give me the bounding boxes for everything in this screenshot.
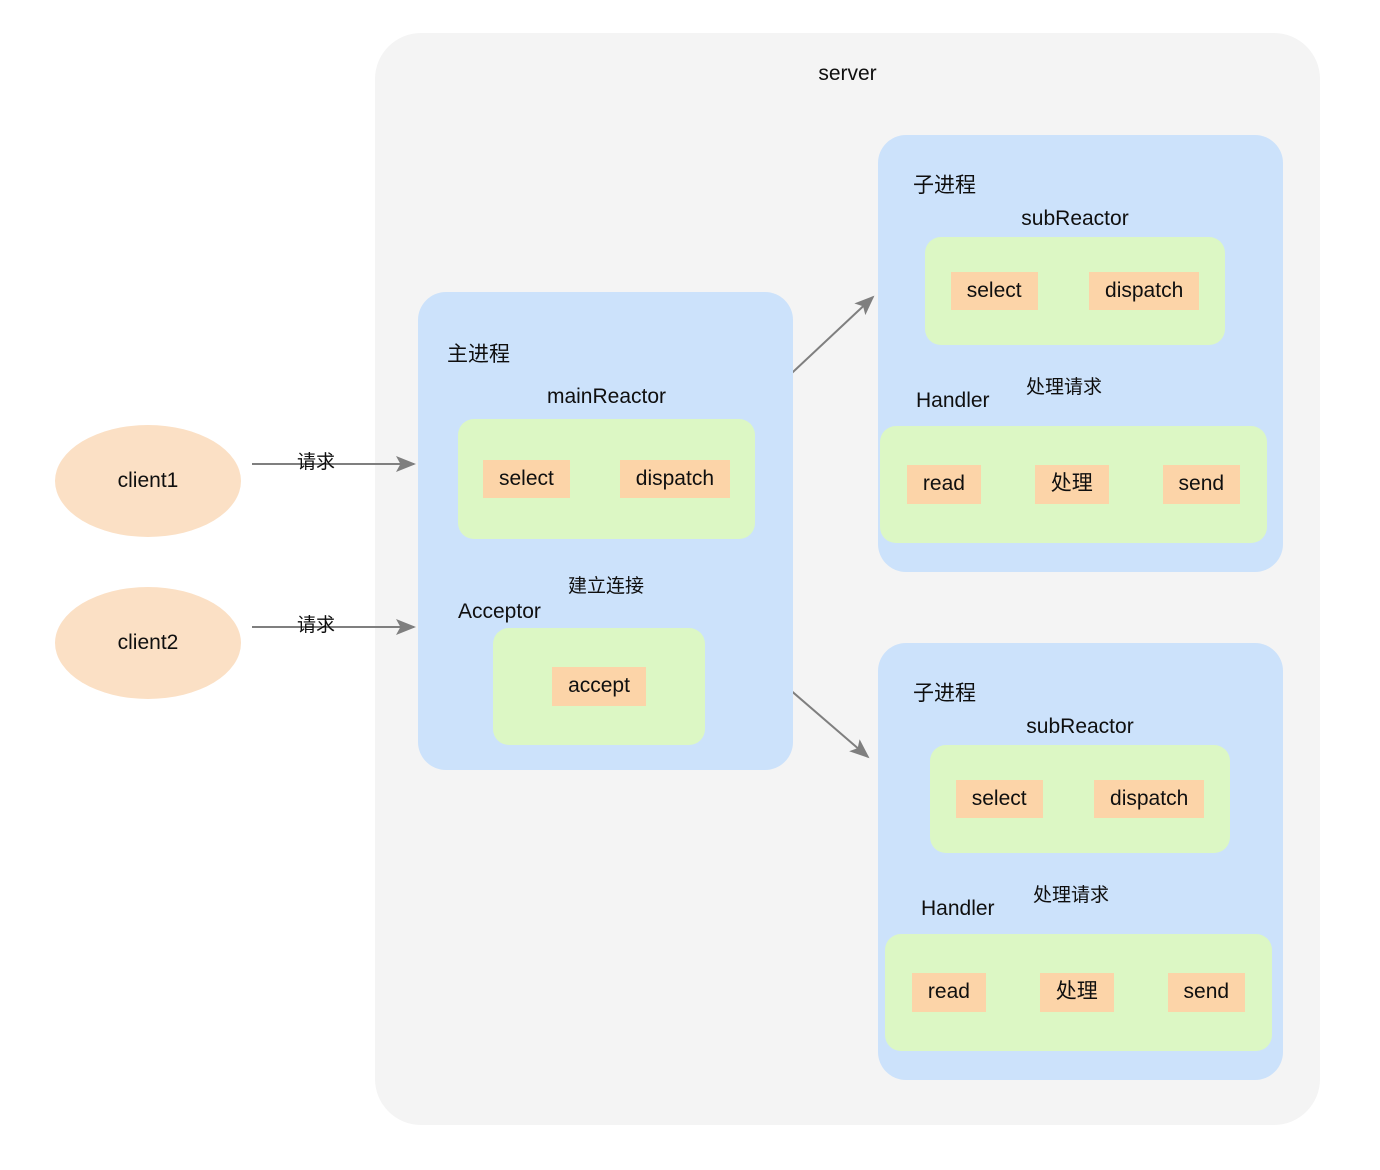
sub-process-2-subreactor-caption: subReactor: [1026, 715, 1134, 738]
sub2-handler-op-read[interactable]: read: [911, 973, 986, 1012]
sub-process-1-handler-group: read 处理 send: [880, 426, 1267, 543]
edge-label-client2-request: 请求: [297, 615, 336, 636]
server-title: server: [818, 62, 877, 85]
sub2-handler-op-send[interactable]: send: [1167, 973, 1246, 1012]
sub-process-1-label: 子进程: [913, 174, 976, 197]
sub2-handler-op-process[interactable]: 处理: [1039, 973, 1114, 1012]
mainreactor-op-dispatch[interactable]: dispatch: [619, 459, 730, 499]
sub-process-2-subreactor-group: select dispatch: [930, 745, 1230, 853]
sub-process-2-label: 子进程: [913, 682, 976, 705]
mainreactor-op-select[interactable]: select: [482, 459, 570, 499]
sub1-reactor-op-dispatch[interactable]: dispatch: [1089, 271, 1200, 311]
sub1-reactor-op-select[interactable]: select: [950, 271, 1038, 311]
sub-process-1-handler-caption: Handler: [916, 389, 990, 412]
sub-process-2-handler-group: read 处理 send: [885, 934, 1272, 1051]
sub1-handler-op-process[interactable]: 处理: [1034, 465, 1109, 504]
sub-process-1-subreactor-caption: subReactor: [1021, 207, 1129, 230]
sub-process-1-subreactor-group: select dispatch: [925, 237, 1225, 345]
edge-label-handle-request-1: 处理请求: [1026, 377, 1103, 398]
edge-label-client1-request: 请求: [297, 452, 336, 473]
client1-node[interactable]: client1: [55, 425, 241, 537]
client2-label: client2: [117, 631, 179, 654]
client2-node[interactable]: client2: [55, 587, 241, 699]
edge-label-establish-connection: 建立连接: [568, 576, 645, 597]
edge-label-handle-request-2: 处理请求: [1033, 885, 1110, 906]
acceptor-caption: Acceptor: [458, 600, 541, 623]
mainreactor-group: select dispatch: [458, 419, 755, 539]
main-process-label: 主进程: [447, 343, 510, 366]
client1-label: client1: [117, 469, 179, 492]
mainreactor-caption: mainReactor: [546, 385, 667, 408]
acceptor-op-accept[interactable]: accept: [552, 667, 646, 706]
sub2-reactor-op-select[interactable]: select: [955, 779, 1043, 819]
sub1-handler-op-read[interactable]: read: [906, 465, 981, 504]
sub2-reactor-op-dispatch[interactable]: dispatch: [1094, 779, 1205, 819]
sub-process-2-handler-caption: Handler: [921, 897, 995, 920]
sub1-handler-op-send[interactable]: send: [1162, 465, 1241, 504]
acceptor-group: accept: [493, 628, 705, 745]
